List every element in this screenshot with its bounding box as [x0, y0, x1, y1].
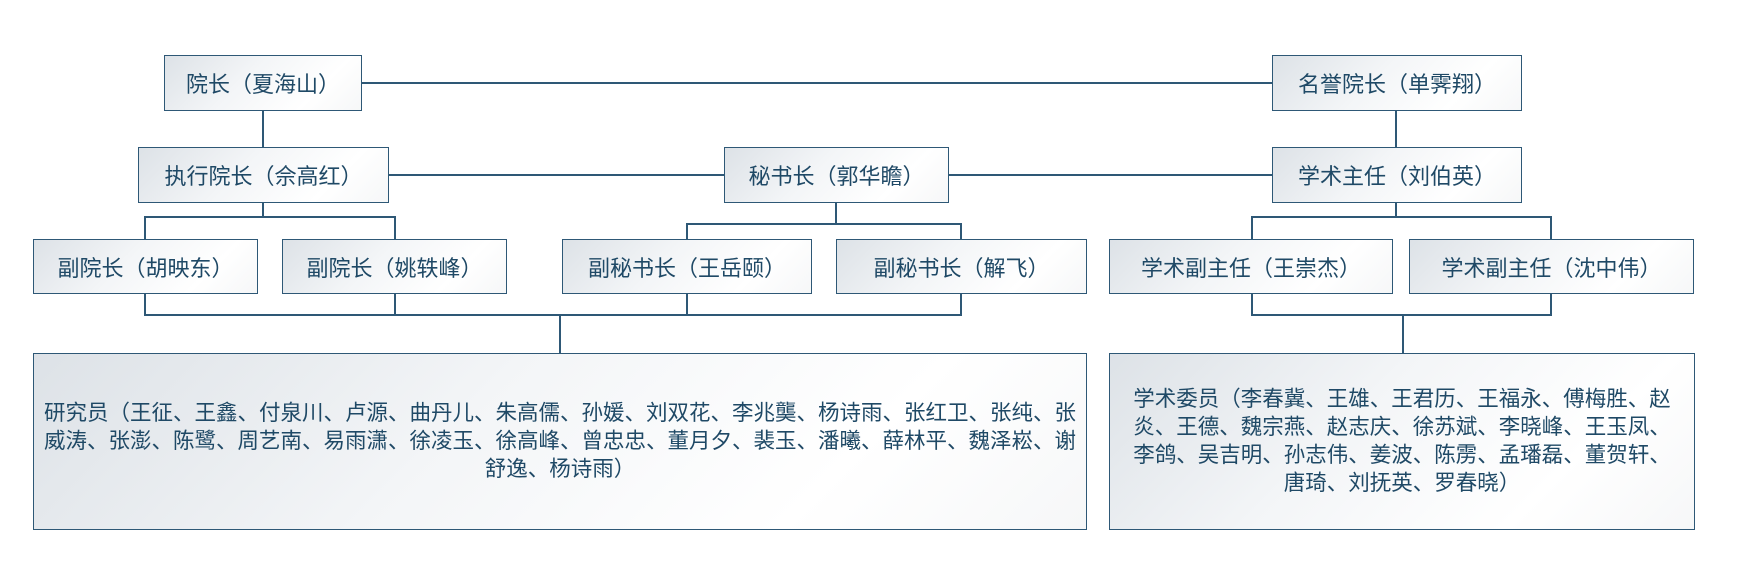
- academic-deputy-node-2: 学术副主任（沈中伟）: [1409, 239, 1694, 294]
- academic-committee-node: 学术委员（李春冀、王雄、王君历、王福永、傅梅胜、赵炎、王德、魏宗燕、赵志庆、徐苏…: [1109, 353, 1695, 530]
- academic-deputy-node-1: 学术副主任（王崇杰）: [1109, 239, 1393, 294]
- connector-academic-deputies-bracket: [1251, 216, 1552, 240]
- president-node: 院长（夏海山）: [164, 55, 362, 111]
- deputy-secretary-node-1: 副秘书长（王岳颐）: [562, 239, 812, 294]
- vice-president-node-2: 副院长（姚轶峰）: [282, 239, 507, 294]
- connector-vice-presidents-bracket: [144, 216, 396, 240]
- academic-director-node: 学术主任（刘伯英）: [1272, 147, 1522, 203]
- connector-right-bottom-bracket: [1251, 294, 1552, 316]
- connector-deputy-bracket: [686, 223, 962, 240]
- honorary-president-node: 名誉院长（单霁翔）: [1272, 55, 1522, 111]
- executive-president-node: 执行院长（佘高红）: [138, 147, 389, 203]
- deputy-secretary-node-2: 副秘书长（解飞）: [836, 239, 1087, 294]
- vice-president-node-1: 副院长（胡映东）: [33, 239, 258, 294]
- secretary-general-node: 秘书长（郭华瞻）: [724, 147, 949, 203]
- connector-left-bottom-bracket: [144, 294, 962, 316]
- researchers-node: 研究员（王征、王鑫、付泉川、卢源、曲丹儿、朱高儒、孙媛、刘双花、李兆龑、杨诗雨、…: [33, 353, 1087, 530]
